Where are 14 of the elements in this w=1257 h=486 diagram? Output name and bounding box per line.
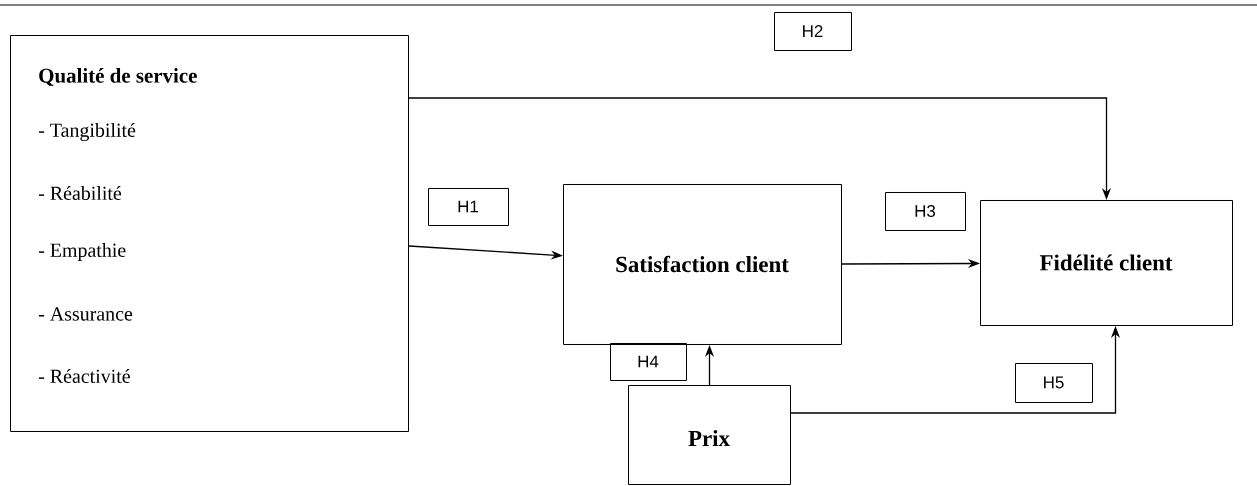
concept-box: Satisfaction client xyxy=(563,184,842,345)
list-item: - Empathie xyxy=(38,242,126,261)
hypothesis-box: H3 xyxy=(885,192,966,231)
list-item: - Assurance xyxy=(38,307,133,321)
concept-box: Fidélité client xyxy=(980,200,1233,326)
hypothesis-box: H1 xyxy=(428,188,509,226)
concept-box: Prix xyxy=(628,385,791,485)
hypothesis-box: H5 xyxy=(1015,363,1093,403)
heading: Qualité de service xyxy=(39,68,197,86)
hypothesis-box: H2 xyxy=(774,12,852,51)
list-item: - Réactivité xyxy=(38,368,130,383)
list-item: - Tangibilité xyxy=(38,122,136,142)
list-item: - Réabilité xyxy=(38,185,122,200)
hypothesis-box: H4 xyxy=(610,343,687,381)
